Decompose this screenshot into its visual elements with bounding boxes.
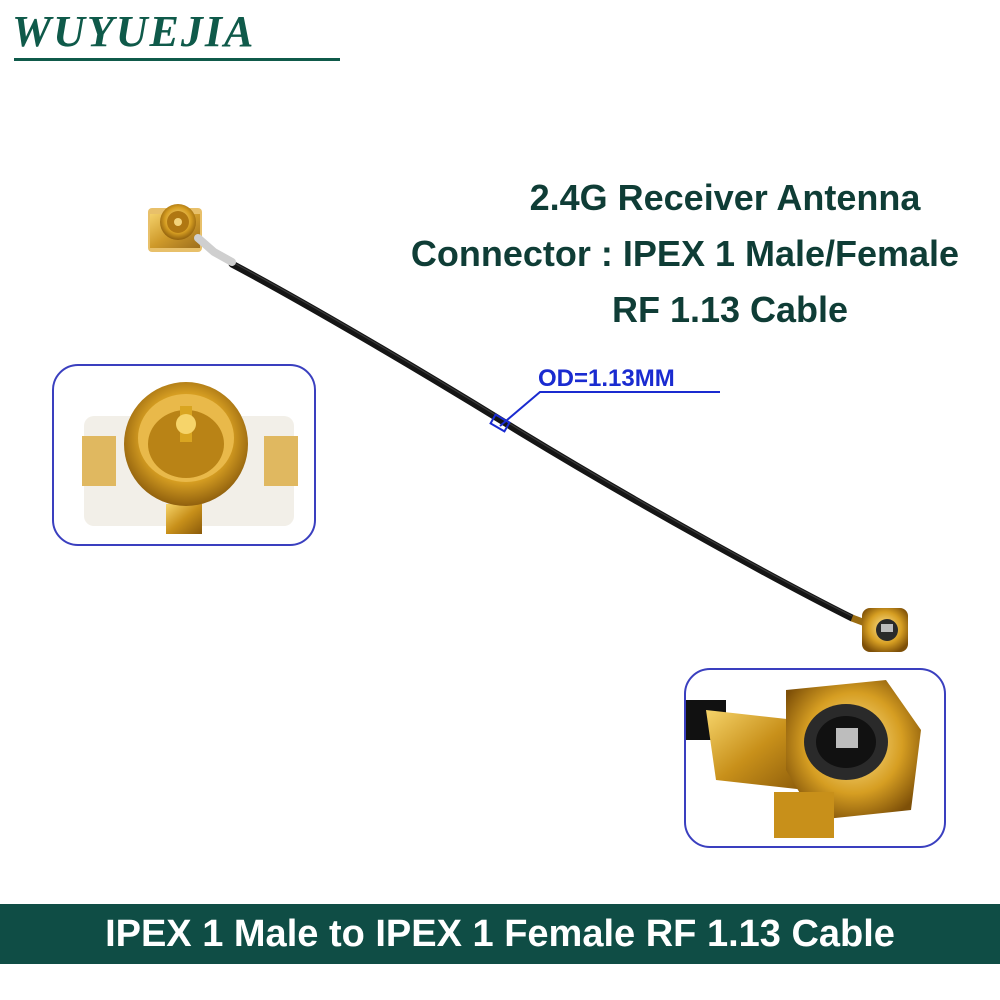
spec-block: 2.4G Receiver Antenna Connector : IPEX 1… <box>380 170 990 338</box>
inset-female-connector <box>684 668 946 848</box>
brand-underline <box>14 58 340 61</box>
brand-name: WUYUEJIA <box>12 7 256 56</box>
connector-top-left <box>148 204 236 266</box>
spec-line-3: RF 1.13 Cable <box>611 289 849 330</box>
footer-title: IPEX 1 Male to IPEX 1 Female RF 1.13 Cab… <box>105 913 895 955</box>
coax-cable-highlight <box>231 261 853 617</box>
brand-logo: WUYUEJIA <box>12 6 352 62</box>
spec-line-1: 2.4G Receiver Antenna <box>529 177 921 218</box>
female-connector-closeup <box>686 680 921 838</box>
od-label: OD=1.13MM <box>538 365 675 392</box>
od-leader-line <box>499 391 720 427</box>
inset-male-connector <box>52 364 316 546</box>
coax-cable <box>228 260 856 622</box>
footer-banner: IPEX 1 Male to IPEX 1 Female RF 1.13 Cab… <box>0 904 1000 964</box>
spec-line-2: Connector : IPEX 1 Male/Female <box>410 233 960 274</box>
male-connector-closeup <box>82 382 298 534</box>
connector-bottom-right <box>850 608 908 652</box>
